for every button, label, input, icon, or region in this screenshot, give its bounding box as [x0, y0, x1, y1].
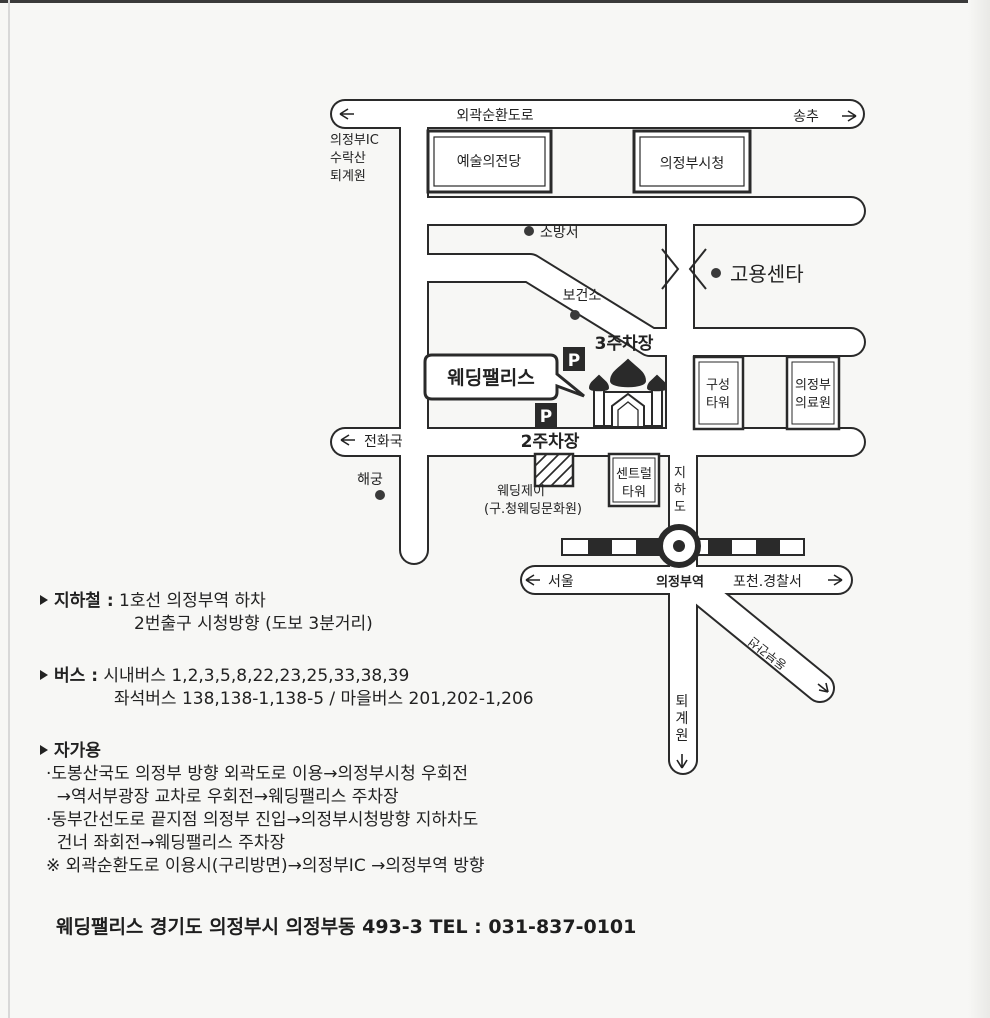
road-label-underpass: 지 하 도: [674, 466, 686, 515]
parking-lot-3-icon: P: [563, 347, 585, 371]
underpass-marks: [661, 248, 707, 290]
svg-text:센트럴: 센트럴: [616, 467, 652, 482]
svg-text:P: P: [568, 351, 580, 371]
bus-line-2: 좌석버스 138,138-1,138-5 / 마을버스 201,202-1,20…: [114, 689, 534, 709]
svg-text:해궁: 해궁: [357, 472, 383, 488]
road-label-songchu: 송추: [793, 109, 819, 125]
triangle-bullet-icon: [40, 595, 48, 605]
wedding-palace-icon: [588, 358, 668, 427]
svg-text:퇴: 퇴: [676, 694, 689, 710]
svg-text:원: 원: [676, 728, 689, 744]
triangle-bullet-icon: [40, 745, 48, 755]
car-line-4: 건너 좌회전→웨딩팰리스 주차장: [46, 833, 286, 853]
road-network: [330, 99, 866, 775]
subway-line-1: 1호선 의정부역 하차: [119, 591, 266, 611]
road-label-outer-ring: 외곽순환도로: [456, 108, 533, 124]
city-hall-building: 의정부시청: [632, 129, 752, 194]
subway-heading: 지하철 :: [54, 591, 114, 611]
car-line-1: ·도봉산국도 의정부 방향 외곽도로 이용→의정부시청 우회전: [46, 764, 469, 784]
svg-text:도: 도: [674, 500, 686, 515]
svg-text:웨딩제이: 웨딩제이: [497, 484, 545, 499]
bus-heading: 버스 :: [54, 666, 98, 686]
road-label-ic-1: 의정부IC: [330, 133, 379, 148]
car-heading: 자가용: [54, 741, 101, 761]
parking-lot-3-label: 3주차장: [595, 334, 654, 354]
medical-center-building: 의정부 의료원: [785, 355, 841, 431]
left-margin-line: [8, 0, 10, 1018]
subway-line-2: 2번출구 시청방향 (도보 3분거리): [134, 614, 373, 634]
svg-text:타워: 타워: [622, 485, 646, 500]
central-tower-building: 센트럴 타워: [607, 452, 661, 508]
svg-text:지: 지: [674, 466, 686, 481]
svg-text:구성: 구성: [706, 378, 730, 393]
guseong-tower-building: 구성 타워: [692, 355, 745, 431]
top-border: [0, 0, 990, 3]
road-arrows: [339, 108, 857, 769]
svg-text:보건소: 보건소: [563, 288, 602, 304]
wedding-j-building: 웨딩제이 (구.청웨딩문화원): [484, 452, 582, 517]
parking-lot-2-label: 2주차장: [521, 432, 580, 452]
road-label-telephone: 전화국: [364, 434, 403, 450]
road-label-station: 의정부역: [656, 574, 704, 590]
venue-callout: 웨딩팰리스: [423, 353, 585, 401]
svg-text:웨딩팰리스: 웨딩팰리스: [447, 367, 534, 389]
svg-text:(구.청웨딩문화원): (구.청웨딩문화원): [484, 502, 582, 517]
fire-station-marker: 소방서: [524, 225, 579, 241]
svg-text:소방서: 소방서: [540, 225, 579, 241]
haegung-marker: 해궁: [357, 472, 385, 500]
svg-text:고용센타: 고용센타: [730, 262, 804, 286]
parking-lot-2-icon: P: [535, 403, 557, 427]
bus-line-1: 시내버스 1,2,3,5,8,22,23,25,33,38,39: [103, 666, 410, 686]
road-label-toegyewon: 퇴 계 원: [676, 694, 689, 744]
page-shadow: [968, 0, 990, 1018]
svg-text:의정부: 의정부: [795, 378, 831, 393]
car-note: ※ 외곽순환도로 이용시(구리방면)→의정부IC →의정부역 방향: [46, 856, 485, 876]
car-line-3: ·동부간선도로 끝지점 의정부 진입→의정부시청방향 지하차도: [46, 810, 479, 830]
health-center-marker: 보건소: [563, 288, 602, 320]
car-directions: 자가용 ·도봉산국도 의정부 방향 외곽도로 이용→의정부시청 우회전 →역서부…: [40, 740, 485, 878]
road-label-seoul: 서울: [548, 574, 574, 590]
svg-text:의료원: 의료원: [795, 396, 831, 411]
svg-text:의정부시청: 의정부시청: [660, 156, 724, 172]
arts-center-building: 예술의전당: [426, 129, 553, 194]
road-label-ic-2: 수락산: [330, 151, 366, 166]
subway-directions: 지하철 : 1호선 의정부역 하차 2번출구 시청방향 (도보 3분거리): [40, 590, 373, 636]
svg-text:P: P: [540, 407, 552, 427]
car-line-2: →역서부광장 교차로 우회전→웨딩팰리스 주차장: [46, 787, 399, 807]
station-icon: [657, 524, 701, 568]
svg-text:계: 계: [676, 711, 689, 727]
svg-text:타워: 타워: [706, 396, 730, 411]
venue-address-footer: 웨딩팰리스 경기도 의정부시 의정부동 493-3 TEL : 031-837-…: [56, 916, 637, 938]
road-label-pocheon: 포천.경찰서: [733, 574, 802, 590]
svg-text:예술의전당: 예술의전당: [457, 154, 522, 170]
bus-directions: 버스 : 시내버스 1,2,3,5,8,22,23,25,33,38,39 좌석…: [40, 665, 534, 711]
road-label-ic-3: 퇴계원: [330, 169, 366, 184]
triangle-bullet-icon: [40, 670, 48, 680]
employment-center-marker: 고용센타: [711, 262, 804, 286]
svg-text:하: 하: [674, 483, 686, 498]
